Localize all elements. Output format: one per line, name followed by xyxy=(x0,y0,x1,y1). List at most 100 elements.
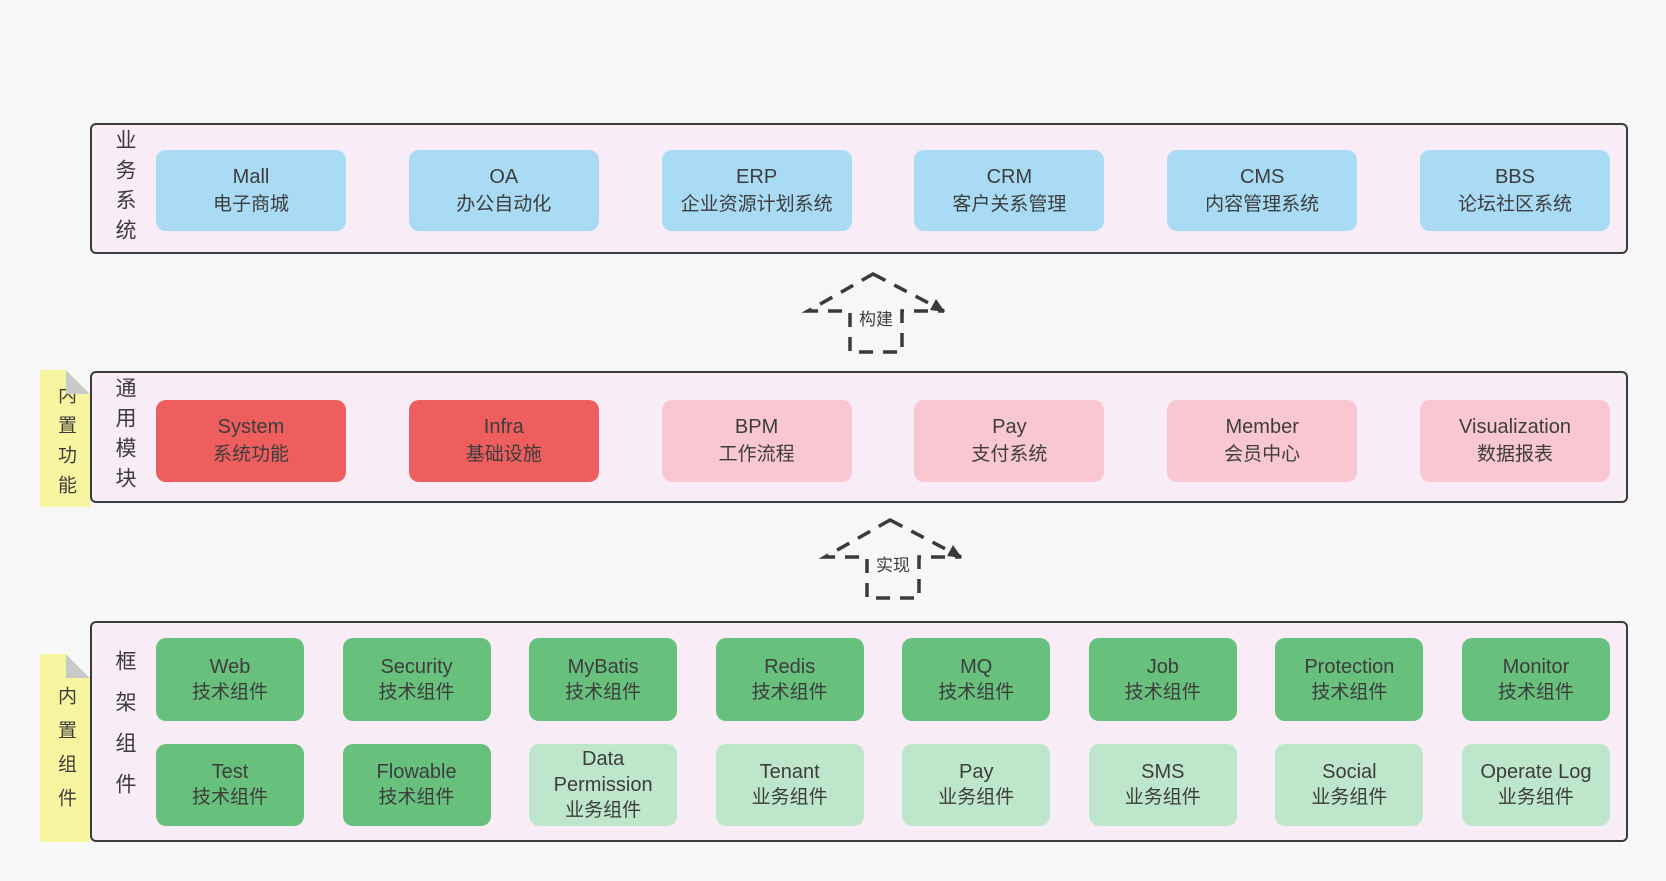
box-protection: Protection 技术组件 xyxy=(1275,638,1424,721)
note-built-in-features: 内置功能 xyxy=(40,370,90,507)
box-member: Member 会员中心 xyxy=(1167,400,1358,482)
box-subtitle: 技术组件 xyxy=(378,787,455,808)
box-title: OA xyxy=(489,165,519,188)
note-text: 内置组件 xyxy=(55,686,76,822)
box-subtitle: 客户关系管理 xyxy=(952,193,1067,215)
box-title: Security xyxy=(380,655,453,678)
box-pay: Pay 支付系统 xyxy=(914,400,1105,482)
box-bbs: BBS 论坛社区系统 xyxy=(1419,150,1610,231)
box-subtitle: 业务组件 xyxy=(565,800,642,821)
box-redis: Redis 技术组件 xyxy=(715,638,864,721)
box-title: Pay xyxy=(992,416,1027,438)
box-title: Web xyxy=(209,655,251,678)
box-web: Web 技术组件 xyxy=(156,638,304,721)
box-crm: CRM 客户关系管理 xyxy=(914,150,1105,231)
box-subtitle: 技术组件 xyxy=(378,681,455,703)
box-erp: ERP 企业资源计划系统 xyxy=(661,150,852,231)
box-subtitle: 数据报表 xyxy=(1476,444,1553,465)
box-cms: CMS 内容管理系统 xyxy=(1167,150,1358,231)
box-mall: Mall 电子商城 xyxy=(156,150,346,231)
box-title: System xyxy=(217,416,285,438)
box-subtitle: 业务组件 xyxy=(751,787,828,808)
box-subtitle: 技术组件 xyxy=(751,681,828,703)
layer-label-common-modules: 通用模块 xyxy=(113,377,136,497)
box-subtitle: 系统功能 xyxy=(212,444,289,465)
layer-label-wrap: 通用模块 xyxy=(104,373,144,501)
box-row: Mall 电子商城 OA 办公自动化 ERP 企业资源计划系统 CRM 客户关系… xyxy=(156,150,1610,231)
dashed-up-arrow-icon xyxy=(801,272,945,354)
box-title: BBS xyxy=(1494,165,1535,188)
box-sms: SMS 业务组件 xyxy=(1088,744,1237,826)
layer-label-business-systems: 业务系统 xyxy=(113,128,136,249)
box-title: Data Permission xyxy=(553,748,653,796)
box-title: CRM xyxy=(986,165,1033,188)
box-subtitle: 技术组件 xyxy=(1311,681,1388,703)
box-mybatis: MyBatis 技术组件 xyxy=(529,638,678,721)
box-title: Operate Log xyxy=(1480,761,1592,783)
box-subtitle: 技术组件 xyxy=(565,681,642,703)
box-data-permission: Data Permission 业务组件 xyxy=(529,744,678,826)
box-title: Pay xyxy=(959,761,994,783)
box-subtitle: 技术组件 xyxy=(191,787,268,808)
box-title: MQ xyxy=(960,655,993,678)
box-title: Protection xyxy=(1304,655,1395,678)
layer-label-framework-components: 框架组件 xyxy=(113,649,136,814)
box-subtitle: 内容管理系统 xyxy=(1205,193,1320,215)
box-tenant: Tenant 业务组件 xyxy=(715,744,864,826)
box-title: Social xyxy=(1322,761,1377,783)
box-title: Job xyxy=(1146,655,1179,678)
box-title: Mall xyxy=(232,165,270,188)
box-row: Test 技术组件 Flowable 技术组件 Data Permission … xyxy=(156,744,1610,826)
box-visualization: Visualization 数据报表 xyxy=(1419,400,1610,482)
box-title: BPM xyxy=(734,416,779,438)
box-title: Monitor xyxy=(1502,655,1570,678)
box-subtitle: 技术组件 xyxy=(1124,681,1201,703)
layer-label-wrap: 业务系统 xyxy=(104,125,144,252)
box-subtitle: 技术组件 xyxy=(191,681,268,703)
box-subtitle: 企业资源计划系统 xyxy=(680,193,833,215)
box-subtitle: 电子商城 xyxy=(212,193,289,215)
box-system: System 系统功能 xyxy=(156,400,346,482)
box-subtitle: 会员中心 xyxy=(1224,444,1301,465)
box-test: Test 技术组件 xyxy=(156,744,304,826)
box-title: Visualization xyxy=(1459,416,1571,438)
box-subtitle: 办公自动化 xyxy=(456,193,552,215)
box-row: Web 技术组件 Security 技术组件 MyBatis 技术组件 Redi… xyxy=(156,638,1610,721)
box-title: Test xyxy=(211,761,249,783)
box-subtitle: 技术组件 xyxy=(938,681,1015,703)
box-subtitle: 业务组件 xyxy=(1311,787,1388,808)
box-row: System 系统功能 Infra 基础设施 BPM 工作流程 Pay 支付系统… xyxy=(156,400,1610,482)
box-subtitle: 支付系统 xyxy=(971,444,1048,465)
box-title: Member xyxy=(1225,416,1299,438)
dashed-up-arrow-icon xyxy=(818,518,962,600)
box-pay-biz: Pay 业务组件 xyxy=(902,744,1051,826)
layer-framework-components: 框架组件 Web 技术组件 Security 技术组件 MyBatis 技术组件… xyxy=(90,621,1628,842)
arrow-implement: 实现 xyxy=(818,517,963,601)
box-subtitle: 业务组件 xyxy=(1497,787,1574,808)
box-subtitle: 论坛社区系统 xyxy=(1457,193,1572,215)
note-text: 内置功能 xyxy=(55,384,76,505)
box-job: Job 技术组件 xyxy=(1088,638,1237,721)
box-infra: Infra 基础设施 xyxy=(408,400,599,482)
arrow-build: 构建 xyxy=(801,271,946,355)
box-title: Infra xyxy=(483,416,524,438)
box-mq: MQ 技术组件 xyxy=(902,638,1051,721)
box-title: Tenant xyxy=(759,761,820,783)
box-title: ERP xyxy=(736,165,778,188)
box-title: CMS xyxy=(1239,165,1285,188)
arrow-label-build: 构建 xyxy=(855,304,897,331)
layer-common-modules: 通用模块 System 系统功能 Infra 基础设施 BPM 工作流程 Pay… xyxy=(90,371,1628,503)
box-title: SMS xyxy=(1141,761,1185,783)
note-built-in-components: 内置组件 xyxy=(40,654,90,842)
box-title: Redis xyxy=(764,655,816,678)
box-security: Security 技术组件 xyxy=(342,638,491,721)
box-flowable: Flowable 技术组件 xyxy=(342,744,491,826)
box-operate-log: Operate Log 业务组件 xyxy=(1461,744,1610,826)
box-subtitle: 业务组件 xyxy=(938,787,1015,808)
box-oa: OA 办公自动化 xyxy=(408,150,599,231)
box-social: Social 业务组件 xyxy=(1275,744,1424,826)
box-subtitle: 工作流程 xyxy=(718,444,795,465)
box-subtitle: 基础设施 xyxy=(465,444,542,465)
arrow-label-implement: 实现 xyxy=(872,550,914,577)
